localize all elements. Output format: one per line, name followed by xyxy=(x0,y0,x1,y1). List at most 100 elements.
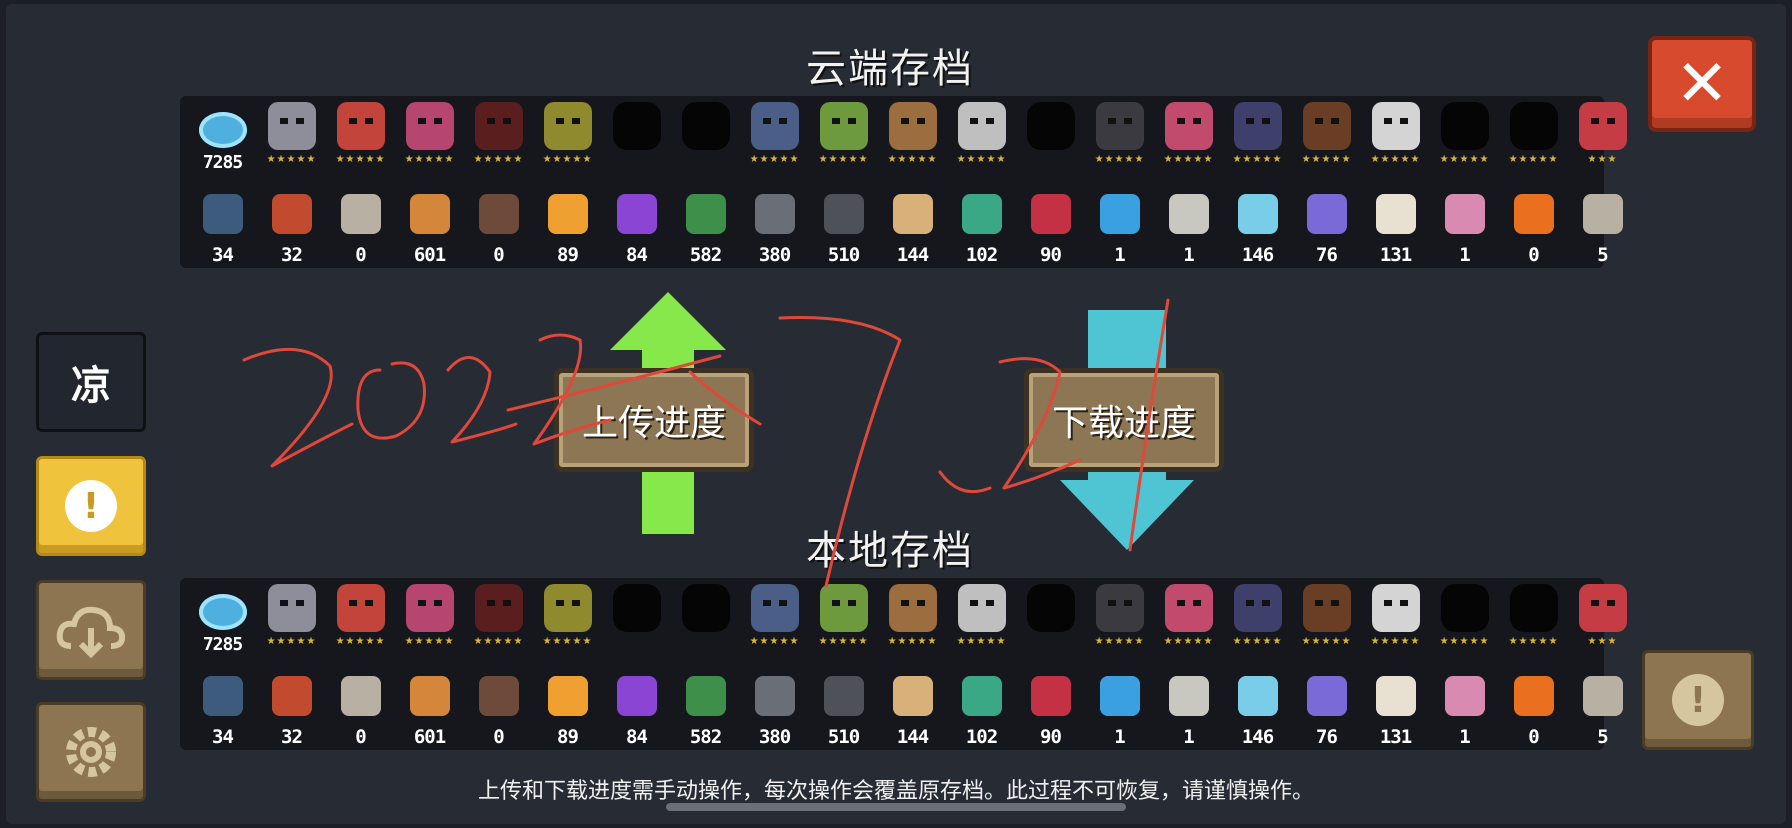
item-count: 89 xyxy=(557,244,579,266)
hero-paladin-icon xyxy=(750,584,799,632)
local-hero-taoist: ★★★★★ xyxy=(1361,584,1430,655)
close-button[interactable]: ✕ xyxy=(1648,36,1756,132)
item-count: 84 xyxy=(626,244,648,266)
item-count: 510 xyxy=(827,244,860,266)
ice-crystal-icon xyxy=(1237,194,1278,234)
local-hero-locked-1 xyxy=(602,584,671,655)
cool-button-label: 凉 xyxy=(71,363,111,409)
upload-progress-button[interactable]: 上传进度 xyxy=(554,368,754,472)
pink-box-icon xyxy=(1444,194,1485,234)
local-item-red-leaf: 90 xyxy=(1016,672,1085,748)
hero-stars: ★★★★★ xyxy=(1232,636,1283,647)
hero-stars: ★★★★★ xyxy=(818,154,869,165)
hero-stars: ★★★★★ xyxy=(1370,636,1421,647)
alert-button[interactable]: ! xyxy=(36,456,146,556)
hero-druid-icon xyxy=(1095,584,1144,632)
cloud-item-battery: 582 xyxy=(671,190,740,266)
alert-symbol: ! xyxy=(83,486,99,527)
red-leaf-icon xyxy=(1030,194,1071,234)
violet-crystal-icon xyxy=(1306,194,1347,234)
orange-star-icon xyxy=(547,676,588,716)
local-item-scroll: 0 xyxy=(326,672,395,748)
hero-stars: ★★★★★ xyxy=(266,636,317,647)
item-count: 89 xyxy=(557,726,579,748)
hero-stars: ★★★★★ xyxy=(473,154,524,165)
item-count: 601 xyxy=(413,726,446,748)
hero-partial-icon xyxy=(1578,584,1627,632)
cloud-item-wood: 144 xyxy=(878,190,947,266)
cloud-save-title: 云端存档 xyxy=(806,46,974,92)
local-item-battery: 582 xyxy=(671,672,740,748)
local-gem-counter: 7285 xyxy=(188,584,257,655)
cloud-item-sack: 131 xyxy=(1361,190,1430,266)
cloud-item-red-leaf: 90 xyxy=(1016,190,1085,266)
home-indicator[interactable] xyxy=(666,803,1126,811)
purple-star-icon xyxy=(616,194,657,234)
cloud-hero-locked-3 xyxy=(1016,102,1085,173)
settings-button[interactable] xyxy=(36,702,146,802)
item-count: 0 xyxy=(355,726,366,748)
green-leaf-icon xyxy=(961,194,1002,234)
cloud-item-violet-crystal: 76 xyxy=(1292,190,1361,266)
item-count: 32 xyxy=(281,726,303,748)
cookie-icon xyxy=(409,194,450,234)
hero-taoist-icon xyxy=(1371,102,1420,150)
hero-knight-icon xyxy=(267,584,316,632)
ice-crystal-icon xyxy=(1237,676,1278,716)
cloud-hero-row: 7285★★★★★★★★★★★★★★★★★★★★★★★★★★★★★★★★★★★★… xyxy=(188,102,1637,173)
partial-item-icon xyxy=(1582,194,1623,234)
blue-orb-icon xyxy=(1099,194,1140,234)
local-item-ore: 380 xyxy=(740,672,809,748)
hero-druid-icon xyxy=(1095,102,1144,150)
hero-stars: ★★★★★ xyxy=(1301,154,1352,165)
local-hero-rogue: ★★★★★ xyxy=(326,584,395,655)
item-count: 102 xyxy=(965,244,998,266)
item-count: 84 xyxy=(626,726,648,748)
item-count: 380 xyxy=(758,726,791,748)
hero-locked-1-icon xyxy=(612,102,661,150)
bottom-alert-button[interactable]: ! xyxy=(1642,650,1754,750)
carrot-icon xyxy=(1513,194,1554,234)
hero-stars: ★★★★★ xyxy=(266,154,317,165)
local-hero-werewolf: ★★★★★ xyxy=(878,584,947,655)
hero-stars: ★★★★★ xyxy=(1163,154,1214,165)
download-progress-button[interactable]: 下载进度 xyxy=(1024,368,1224,472)
cloud-sync-button[interactable] xyxy=(36,580,146,680)
local-item-blue-orb: 1 xyxy=(1085,672,1154,748)
hero-demon-icon xyxy=(1233,584,1282,632)
cloud-hero-taoist: ★★★★★ xyxy=(1361,102,1430,173)
cloud-item-purple-star: 84 xyxy=(602,190,671,266)
local-item-violet-crystal: 76 xyxy=(1292,672,1361,748)
hero-stars: ★★★★★ xyxy=(404,154,455,165)
hero-elf-icon xyxy=(819,584,868,632)
local-item-ice-crystal: 146 xyxy=(1223,672,1292,748)
hero-stars: ★★★★★ xyxy=(404,636,455,647)
cloud-download-icon xyxy=(56,606,126,659)
hero-stars: ★★★★★ xyxy=(1232,154,1283,165)
cool-button[interactable]: 凉 xyxy=(36,332,146,432)
battery-icon xyxy=(685,194,726,234)
item-count: 102 xyxy=(965,726,998,748)
hero-locked-1-icon xyxy=(612,584,661,632)
item-count: 5 xyxy=(1597,244,1608,266)
cloud-item-ice-crystal: 146 xyxy=(1223,190,1292,266)
local-item-carrot: 0 xyxy=(1499,672,1568,748)
cloud-hero-partial: ★★★ xyxy=(1568,102,1637,173)
ore-icon xyxy=(754,194,795,234)
hero-wizard-icon xyxy=(405,102,454,150)
local-hero-wizard: ★★★★★ xyxy=(395,584,464,655)
local-item-chest: 0 xyxy=(464,672,533,748)
cloud-hero-berserker: ★★★★★ xyxy=(1154,102,1223,173)
item-count: 131 xyxy=(1379,726,1412,748)
local-item-purple-star: 84 xyxy=(602,672,671,748)
hero-stars: ★★★★★ xyxy=(542,154,593,165)
hero-stars: ★★★★★ xyxy=(818,636,869,647)
gear-icon xyxy=(823,676,864,716)
card-icon xyxy=(271,194,312,234)
cloud-item-book: 1 xyxy=(1154,190,1223,266)
cloud-hero-druid: ★★★★★ xyxy=(1085,102,1154,173)
hero-taoist-icon xyxy=(1371,584,1420,632)
item-count: 1 xyxy=(1183,726,1194,748)
